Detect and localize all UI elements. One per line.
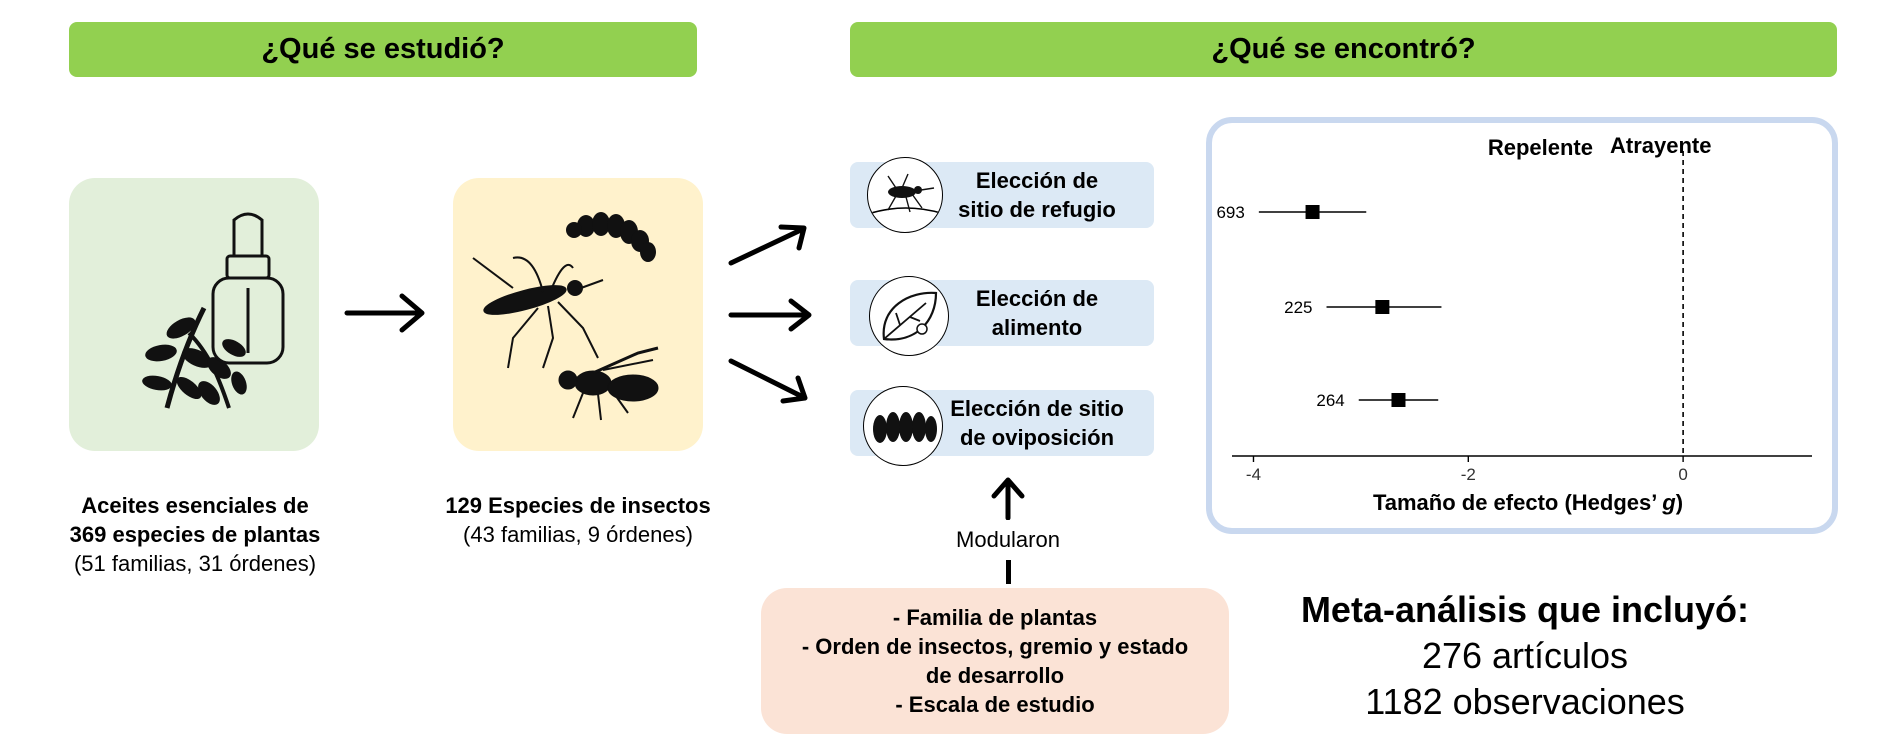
summary-observations: 1182 observaciones <box>1365 681 1685 722</box>
wasp-icon <box>558 346 659 421</box>
plants-illustration <box>142 212 285 409</box>
modulator-item: - Orden de insectos, gremio y estado <box>801 634 1189 659</box>
outcome-oviposition-line2: de oviposición <box>959 425 1115 450</box>
effect-point <box>1391 393 1406 407</box>
arrow-right-icon <box>344 293 425 333</box>
header-what-was-studied: ¿Qué se estudió? <box>69 22 697 77</box>
plants-caption-line1: Aceites esenciales de <box>81 493 309 518</box>
outcome-food-line1: Elección de <box>975 286 1099 311</box>
modulator-item: - Familia de plantas <box>892 605 1098 630</box>
x-axis-title-suffix: ) <box>1676 490 1683 515</box>
region-label-repellent: Repelente <box>1488 135 1593 160</box>
meta-analysis-summary: Meta-análisis que incluyó: 276 artículos… <box>1235 587 1815 725</box>
modulator-item: de desarrollo <box>925 663 1065 688</box>
x-tick-label: -4 <box>1246 465 1261 484</box>
summary-title: Meta-análisis que incluyó: <box>1300 589 1750 630</box>
x-axis-title: Tamaño de efecto (Hedges’ g) <box>1373 490 1683 515</box>
header-left-text: ¿Qué se estudió? <box>261 33 505 65</box>
arrow-up-right-icon <box>728 224 807 266</box>
effect-point <box>1305 205 1320 219</box>
arrow-right-icon <box>728 298 812 332</box>
summary-articles: 276 artículos <box>1421 635 1629 676</box>
x-axis-title-var: g <box>1661 490 1676 515</box>
header-right-text: ¿Qué se encontró? <box>1211 33 1476 65</box>
plant-icon <box>142 306 247 409</box>
outcome-oviposition-line1: Elección de sitio <box>950 396 1124 421</box>
x-tick-label: 0 <box>1678 465 1687 484</box>
insects-caption: 129 Especies de insectos (43 familias, 9… <box>413 491 743 549</box>
outcome-refuge-line1: Elección de <box>975 168 1099 193</box>
larva-icon <box>566 212 656 262</box>
insects-illustration <box>472 212 659 421</box>
row-label: 225 <box>1284 298 1312 317</box>
plants-caption-detail: (51 familias, 31 órdenes) <box>73 551 317 576</box>
mosquito-icon <box>472 256 604 369</box>
plants-caption: Aceites esenciales de 369 especies de pl… <box>30 491 360 578</box>
insects-panel <box>453 178 703 451</box>
x-tick-label: -2 <box>1461 465 1476 484</box>
row-label: 264 <box>1316 391 1344 410</box>
arrow-up-icon <box>991 477 1025 520</box>
insects-caption-title: 129 Especies de insectos <box>445 493 711 518</box>
arrow-down-right-icon <box>728 358 808 404</box>
branch-arrows <box>728 224 812 404</box>
dropper-bottle-icon <box>211 212 285 365</box>
forest-plot: Repelente Atrayente -4 -2 0 693 225 264 Tama… <box>1216 133 1812 515</box>
modulators-label: Modularon <box>956 527 1060 552</box>
plants-caption-line2: 369 especies de plantas <box>69 522 321 547</box>
x-axis-title-prefix: Tamaño de efecto (Hedges’ <box>1373 490 1662 515</box>
eggs-icon <box>863 386 943 466</box>
effect-point <box>1375 300 1390 314</box>
leaf-icon <box>869 276 949 356</box>
region-label-attractant: Atrayente <box>1610 133 1711 158</box>
plants-panel <box>69 178 319 451</box>
forest-plot-panel: Repelente Atrayente -4 -2 0 693 225 264 Tama… <box>1206 117 1838 534</box>
modulator-item: - Escala de estudio <box>895 692 1095 717</box>
header-what-was-found: ¿Qué se encontró? <box>850 22 1837 77</box>
outcome-food-line2: alimento <box>991 315 1083 340</box>
outcome-refuge-line2: sitio de refugio <box>958 197 1116 222</box>
modulators-connector <box>1006 560 1011 584</box>
modulators-box: - Familia de plantas - Orden de insectos… <box>761 588 1229 734</box>
insects-caption-detail: (43 familias, 9 órdenes) <box>463 522 693 547</box>
row-label: 693 <box>1216 203 1244 222</box>
mosquito-on-surface-icon <box>867 157 943 233</box>
